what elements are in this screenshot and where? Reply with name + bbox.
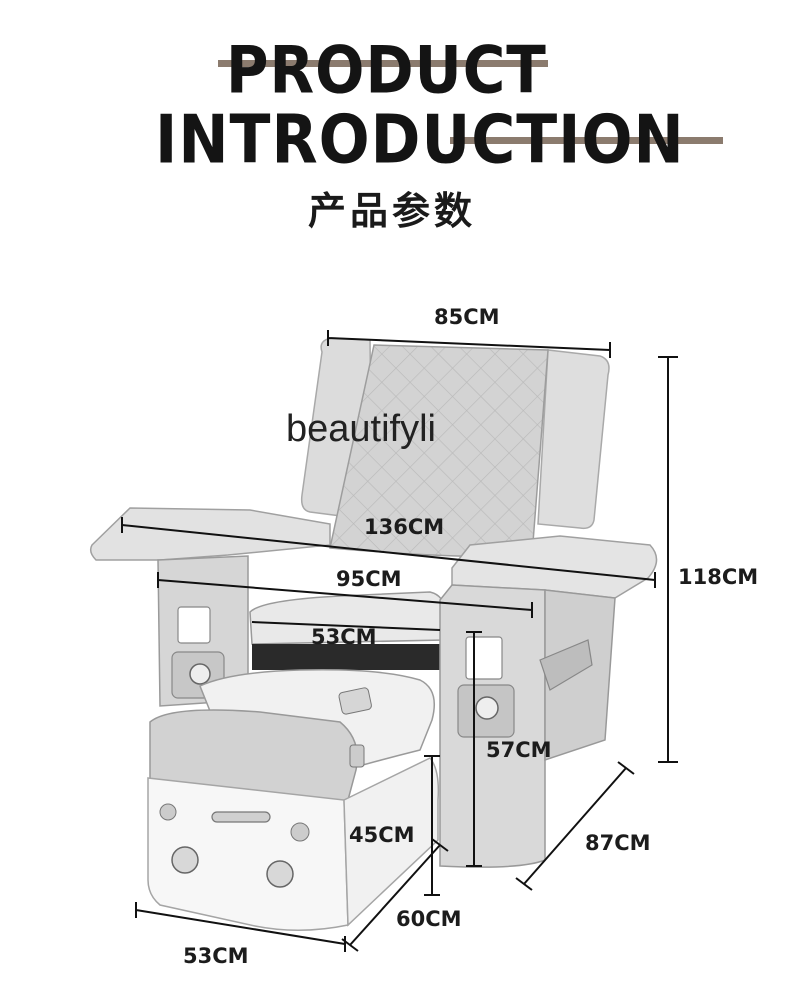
dimension-label-footrest-depth: 60CM bbox=[396, 907, 462, 931]
dimension-label-seat-width: 53CM bbox=[311, 625, 377, 649]
right-power-socket bbox=[465, 636, 503, 680]
footbath-base bbox=[147, 777, 349, 931]
subtitle: 产品参数 bbox=[308, 189, 477, 233]
dimension-label-inner-width: 95CM bbox=[336, 567, 402, 591]
right-faucet-knob bbox=[475, 696, 499, 720]
dimension-label-width-top: 85CM bbox=[434, 305, 500, 329]
title-line-2: INTRODUCTION bbox=[155, 101, 685, 180]
footbath-handle bbox=[211, 811, 271, 823]
header-bar-bottom bbox=[450, 137, 723, 144]
dimension-label-overall-width: 136CM bbox=[364, 515, 445, 539]
dimension-label-seat-height: 57CM bbox=[486, 738, 552, 762]
footbath-knob-right bbox=[266, 860, 294, 888]
right-backrest bbox=[537, 349, 610, 530]
watermark-text: beautifyli bbox=[286, 408, 436, 450]
dimension-label-footrest-height: 45CM bbox=[349, 823, 415, 847]
left-faucet-knob bbox=[189, 663, 211, 685]
dimension-label-height: 118CM bbox=[678, 565, 759, 589]
left-power-socket bbox=[177, 606, 211, 644]
title-line-1: PRODUCT bbox=[226, 32, 547, 109]
side-handle bbox=[539, 639, 593, 691]
header-bar-top bbox=[218, 60, 548, 67]
dimension-label-footrest-width: 53CM bbox=[183, 944, 249, 968]
dimension-lines bbox=[121, 330, 678, 952]
dimension-label-depth: 87CM bbox=[585, 831, 651, 855]
footbath-knob-left bbox=[171, 846, 199, 874]
